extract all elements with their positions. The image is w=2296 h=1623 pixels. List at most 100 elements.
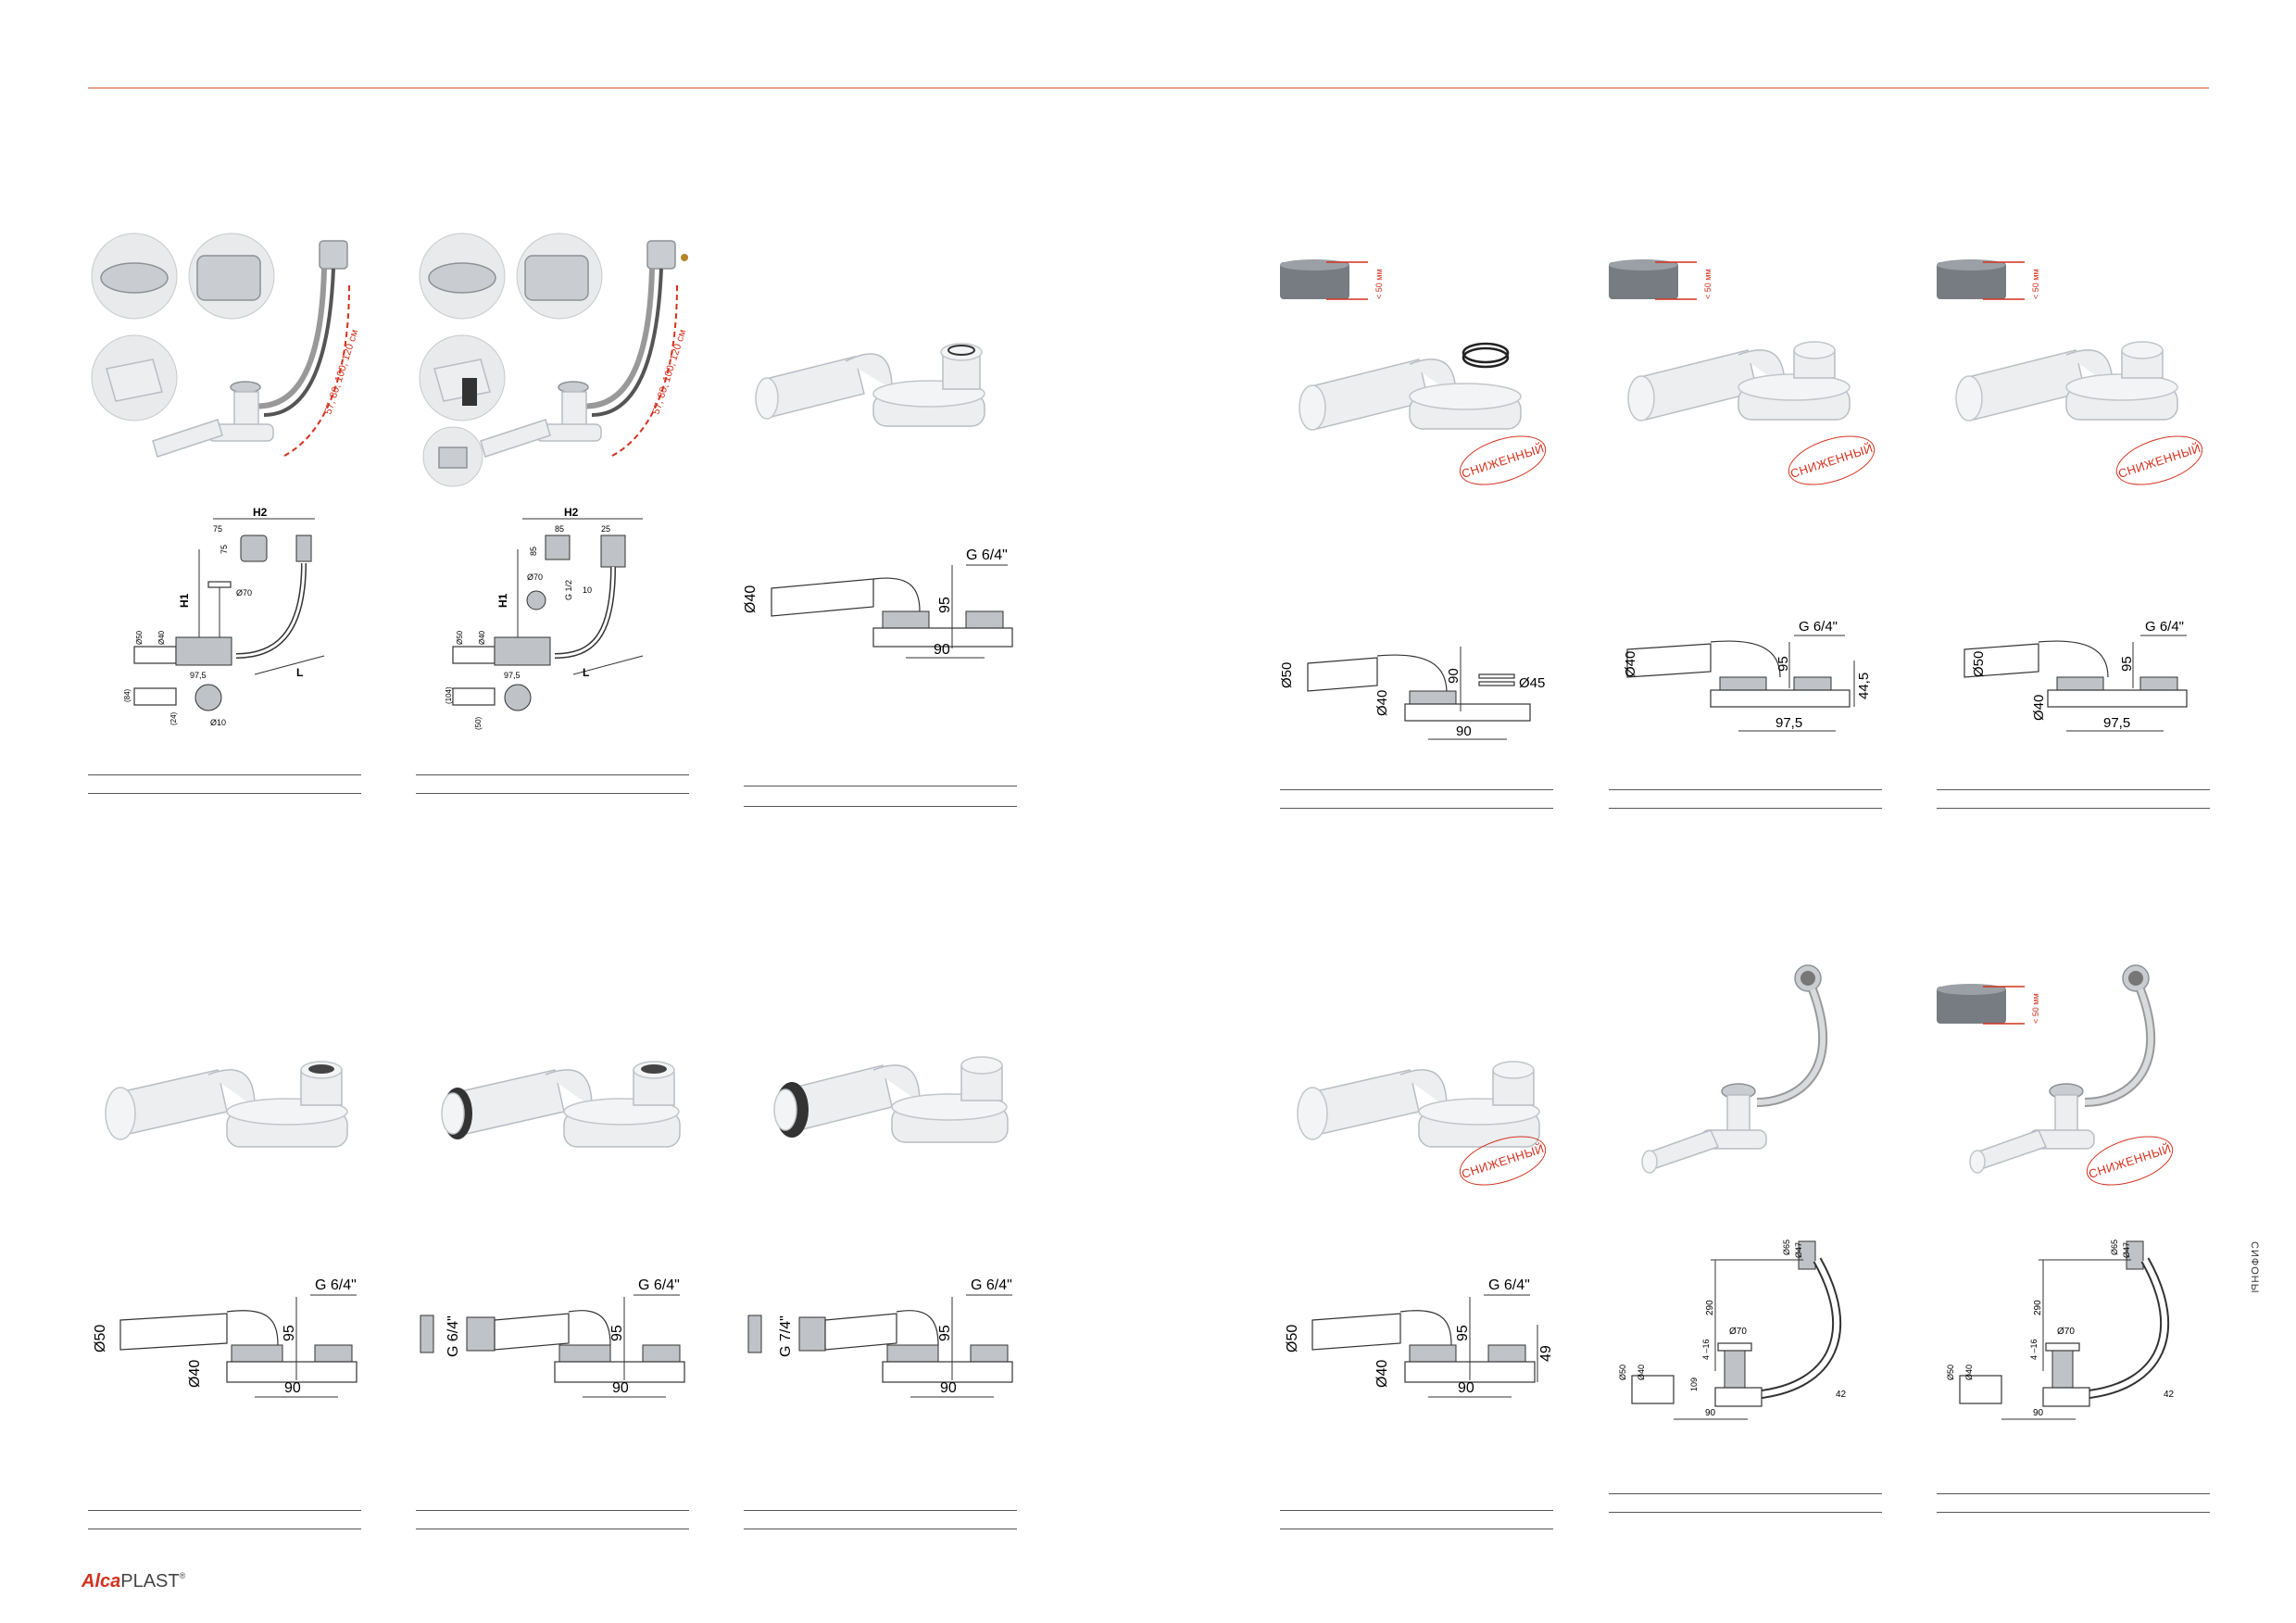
product-photo-12: < 50 мм	[1937, 964, 2156, 1174]
dim-4-16: 4 –16	[1701, 1339, 1711, 1360]
brand-registered-mark: ®	[179, 1571, 186, 1580]
dim-d65: Ø65	[1782, 1239, 1791, 1255]
spec-rule	[416, 774, 689, 775]
spec-rule	[1609, 1512, 1882, 1513]
dim-g: G 6/4"	[1799, 619, 1838, 635]
technical-drawing-10: G 6/4" Ø50 Ø40 95 49 90	[1285, 1277, 1553, 1398]
dim-h90: 90	[1446, 668, 1462, 684]
technical-drawing-8: G 6/4" G 6/4" 95 90	[420, 1277, 685, 1398]
dim-290: 290	[2033, 1300, 2043, 1315]
technical-drawing-6: Ø50 Ø40 G 6/4" 95 97,5	[1964, 619, 2188, 732]
dim-25: 25	[601, 524, 610, 534]
spec-rule	[1937, 808, 2210, 809]
dim-10: 10	[583, 585, 592, 595]
dim-d65: Ø65	[2110, 1239, 2119, 1255]
dim-d40: Ø40	[187, 1360, 203, 1388]
dim-w90: 90	[1705, 1408, 1716, 1418]
technical-drawing-12: Ø65 Ø47 290 Ø70 4 –16 Ø50 Ø40 90 42	[1946, 1239, 2175, 1420]
header-rule	[88, 87, 2209, 89]
dim-h95: 95	[1775, 656, 1791, 672]
technical-drawing-7: G 6/4" Ø50 Ø40 95 90	[93, 1277, 358, 1398]
spec-rule	[88, 774, 361, 775]
product-photo-4: < 50 мм	[1280, 259, 1522, 431]
dim-d50: Ø50	[135, 630, 144, 645]
spec-rule	[88, 1510, 361, 1511]
spec-rule	[416, 1510, 689, 1511]
product-photo-7	[105, 1061, 348, 1148]
brand-logo: AlcaPLAST®	[82, 1571, 185, 1592]
dim-290: 290	[1705, 1300, 1715, 1315]
dim-d70: Ø70	[2057, 1327, 2075, 1337]
dim-w90: 90	[934, 642, 950, 658]
spec-rule	[744, 1510, 1017, 1511]
dim-24: (24)	[169, 711, 178, 725]
product-photo-10	[1297, 1061, 1540, 1148]
section-side-label: СИФОНЫ	[2249, 1241, 2260, 1294]
technical-drawing-1: H2 75 75 H1 Ø70 Ø50 Ø40 97,5 L (84) (24)…	[123, 508, 325, 727]
dim-d40: Ø40	[1623, 651, 1638, 677]
dim-g: G 6/4"	[971, 1277, 1012, 1293]
dim-d50: Ø50	[93, 1325, 108, 1352]
height-badge: < 50 мм	[2031, 269, 2040, 299]
technical-drawing-9: G 6/4" G 7/4" 95 90	[747, 1277, 1013, 1398]
height-badge: < 50 мм	[1374, 269, 1384, 299]
dim-w90: 90	[2033, 1408, 2044, 1418]
height-badge: < 50 мм	[1703, 269, 1713, 299]
spec-rule	[1280, 789, 1553, 790]
dim-d50: Ø50	[1285, 1325, 1300, 1352]
dim-h95: 95	[937, 1325, 953, 1341]
dim-g2: G 7/4"	[778, 1315, 794, 1357]
dim-g: G 6/4"	[638, 1277, 680, 1293]
dim-d70: Ø70	[527, 572, 543, 582]
dim-g12: G 1/2	[564, 580, 573, 600]
product-photo-8	[441, 1061, 681, 1148]
dim-w90: 90	[940, 1380, 957, 1396]
dim-97: 97,5	[504, 671, 521, 680]
technical-drawing-4: Ø50 Ø40 90 Ø45 90	[1280, 647, 1545, 740]
product-photo-11	[1641, 964, 1828, 1174]
dim-d50: Ø50	[1946, 1365, 1955, 1380]
dim-d40: Ø40	[157, 630, 166, 645]
spec-rule	[1609, 789, 1882, 790]
dim-g: G 6/4"	[1488, 1277, 1530, 1293]
dim-d70: Ø70	[236, 588, 252, 598]
dim-g: G 6/4"	[966, 547, 1008, 563]
dim-d40: Ø40	[478, 630, 486, 645]
dim-d40: Ø40	[744, 585, 759, 613]
product-photo-9	[773, 1056, 1009, 1143]
spec-rule	[1937, 789, 2210, 790]
dim-h95: 95	[1455, 1325, 1471, 1341]
length-label-2: 57, 80, 100, 120 см	[650, 328, 688, 416]
brand-name-part2: PLAST	[120, 1571, 180, 1592]
product-photo-6: < 50 мм	[1937, 259, 2178, 421]
dim-g2: G 6/4"	[445, 1315, 461, 1357]
spec-rule	[1937, 1512, 2210, 1513]
dim-h44: 44,5	[1856, 673, 1872, 699]
dim-h95: 95	[609, 1325, 625, 1341]
dim-d50: Ø50	[1280, 662, 1295, 688]
length-label-1: 57, 80, 100, 120 см	[322, 328, 360, 416]
height-badge: < 50 мм	[2031, 993, 2040, 1024]
dim-w90: 90	[1456, 723, 1472, 739]
product-photo-5: < 50 мм	[1609, 259, 1851, 421]
spec-rule	[1937, 1493, 2210, 1494]
technical-drawing-3: G 6/4" Ø40 95 90	[744, 547, 1013, 659]
dim-d40: Ø40	[1964, 1365, 1974, 1380]
dim-75a: 75	[213, 524, 222, 534]
dim-w90: 90	[1458, 1380, 1474, 1396]
dim-h95: 95	[937, 597, 953, 613]
dim-w90: 90	[284, 1380, 301, 1396]
dim-d47: Ø47	[2122, 1242, 2131, 1258]
dim-h2: H2	[253, 508, 268, 519]
dim-d50: Ø50	[1971, 651, 1987, 677]
dim-w97: 97,5	[2103, 715, 2130, 731]
dim-g: G 6/4"	[315, 1277, 357, 1293]
dim-d10: Ø10	[210, 718, 226, 727]
dim-75b: 75	[220, 545, 229, 554]
product-photo-1: 57, 80, 100, 120 см	[91, 233, 360, 458]
spec-rule	[1280, 1510, 1553, 1511]
dim-d47: Ø47	[1794, 1242, 1803, 1258]
product-photo-2: 57, 80, 100, 120 см	[419, 233, 688, 487]
dim-g: G 6/4"	[2145, 619, 2184, 635]
dim-d50: Ø50	[1618, 1365, 1627, 1380]
